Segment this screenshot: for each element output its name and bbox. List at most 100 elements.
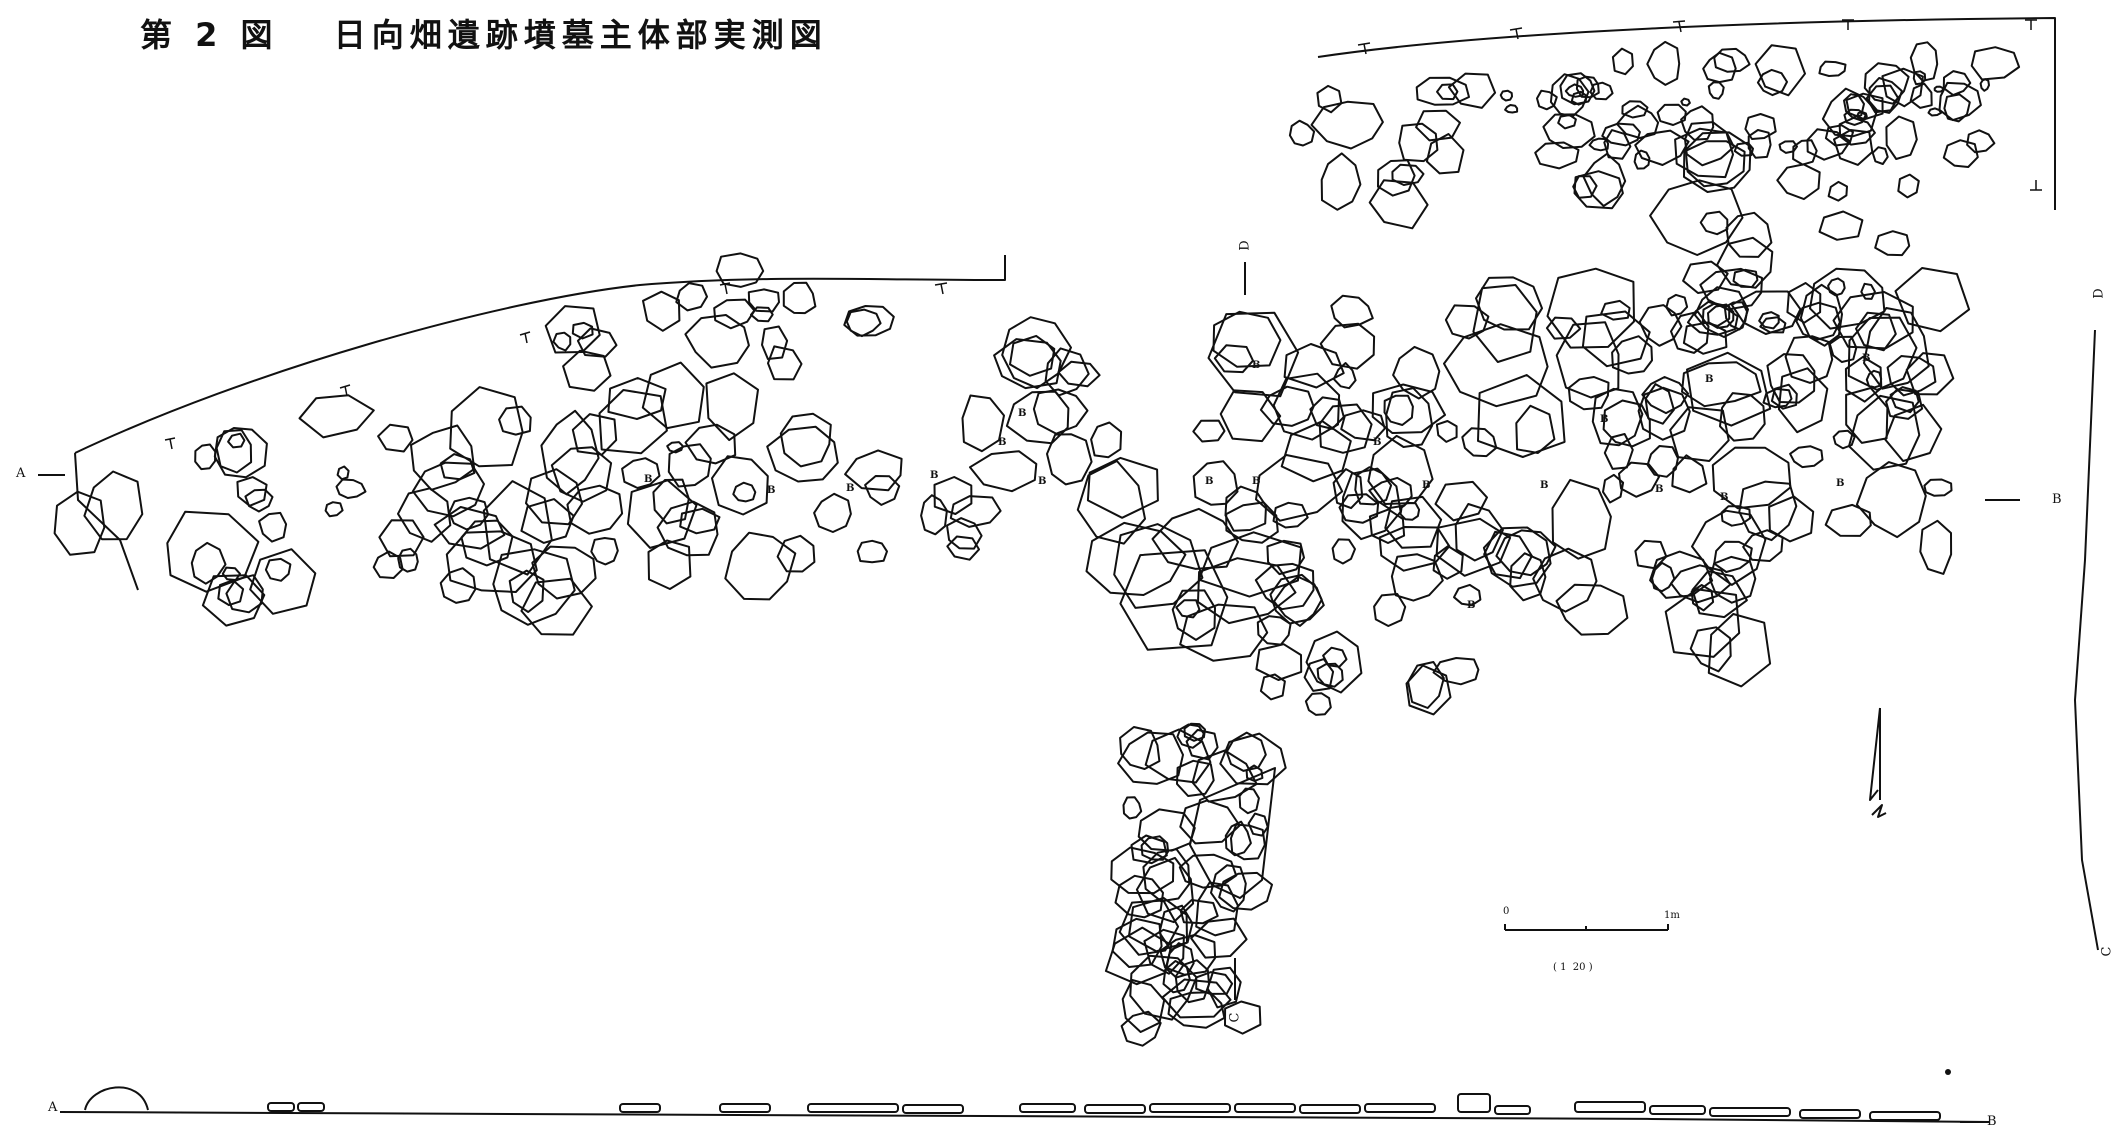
stone [1461,427,1498,458]
stone [1762,388,1793,409]
section-label-a: A [16,466,26,481]
mound-edge-upper [1317,17,2056,210]
stone [1701,302,1731,327]
stone [715,252,765,288]
stone [732,481,757,503]
stone [335,478,367,499]
stone [856,539,888,564]
stone [1572,175,1598,199]
mound-edge-left [74,255,1006,454]
stone-marker: B [1252,360,1261,371]
stone [520,577,593,636]
stone [713,298,756,330]
stone [1085,521,1187,596]
stone [552,331,572,352]
stone [1684,140,1746,188]
stone [1407,661,1445,709]
stone [1432,657,1480,686]
stone-marker: B [1720,492,1729,503]
section-label-d-profile: D [2091,288,2107,299]
scale-bar [1504,924,1669,931]
stone [1385,387,1434,448]
stone [1942,70,1972,97]
stone [946,517,983,550]
stone [1733,141,1754,157]
stone [1046,433,1093,486]
stone [1259,673,1286,701]
stone [1602,473,1625,504]
stone [813,492,852,533]
stone [213,427,268,479]
stone [1799,283,1843,347]
stone [1833,129,1874,166]
stone [1682,260,1729,294]
stone [1602,399,1651,448]
stone [1669,406,1730,462]
stone [410,424,476,491]
figure-title: 第 2 図 日向畑遺跡墳墓主体部実測図 [140,16,828,54]
stone [217,579,245,607]
stone [1254,562,1315,611]
stone-marker: B [1600,414,1609,425]
stone [1784,335,1834,384]
stone [1176,759,1215,797]
stone [1192,419,1226,443]
stone [227,432,246,449]
stone [1725,211,1773,258]
stone [1453,583,1482,607]
stone [1589,81,1614,101]
stone [1564,83,1585,98]
stone [411,461,485,518]
stone [1889,386,1920,414]
stone [705,372,759,442]
stone [1111,917,1163,968]
right-profile [2074,329,2099,951]
stone [1847,316,1918,391]
stone [1475,276,1543,331]
stone [946,535,980,561]
stone [1230,823,1266,861]
stone [1206,966,1242,1009]
stone [1113,523,1204,609]
section-label-d: D [1237,240,1253,251]
stone [1711,446,1792,510]
stone [1670,564,1732,604]
stone [1183,722,1206,742]
stone [1032,388,1089,435]
profile-label-b: B [1987,1114,1997,1129]
stone-marker: B [767,485,776,496]
stone [1884,403,1943,462]
stone [1119,726,1161,770]
stone [1559,72,1596,106]
stone [1318,403,1373,454]
stone [1259,385,1315,427]
stone [675,282,708,312]
stone [377,423,414,453]
stone-marker: B [930,470,939,481]
stone [1447,72,1497,109]
stone [1005,390,1070,445]
stone [1690,584,1715,612]
stone [1435,420,1458,443]
stone [215,429,253,474]
stone [1162,960,1191,994]
stone [666,441,684,454]
stone [1575,75,1600,99]
stone [1713,540,1753,573]
stone-marker: B [1422,480,1431,491]
stone [1792,139,1818,166]
stone [1720,505,1751,527]
stone [397,547,419,573]
stone-marker: B [846,483,855,494]
stone [1818,210,1864,241]
stone [590,537,619,566]
stone [1693,286,1749,338]
stone [520,498,575,544]
stone [1818,60,1847,77]
stone [1557,114,1577,130]
stone [1367,434,1434,505]
stone [1316,84,1343,114]
stone [1225,501,1279,544]
stone [1472,284,1538,363]
stone [1855,311,1897,352]
